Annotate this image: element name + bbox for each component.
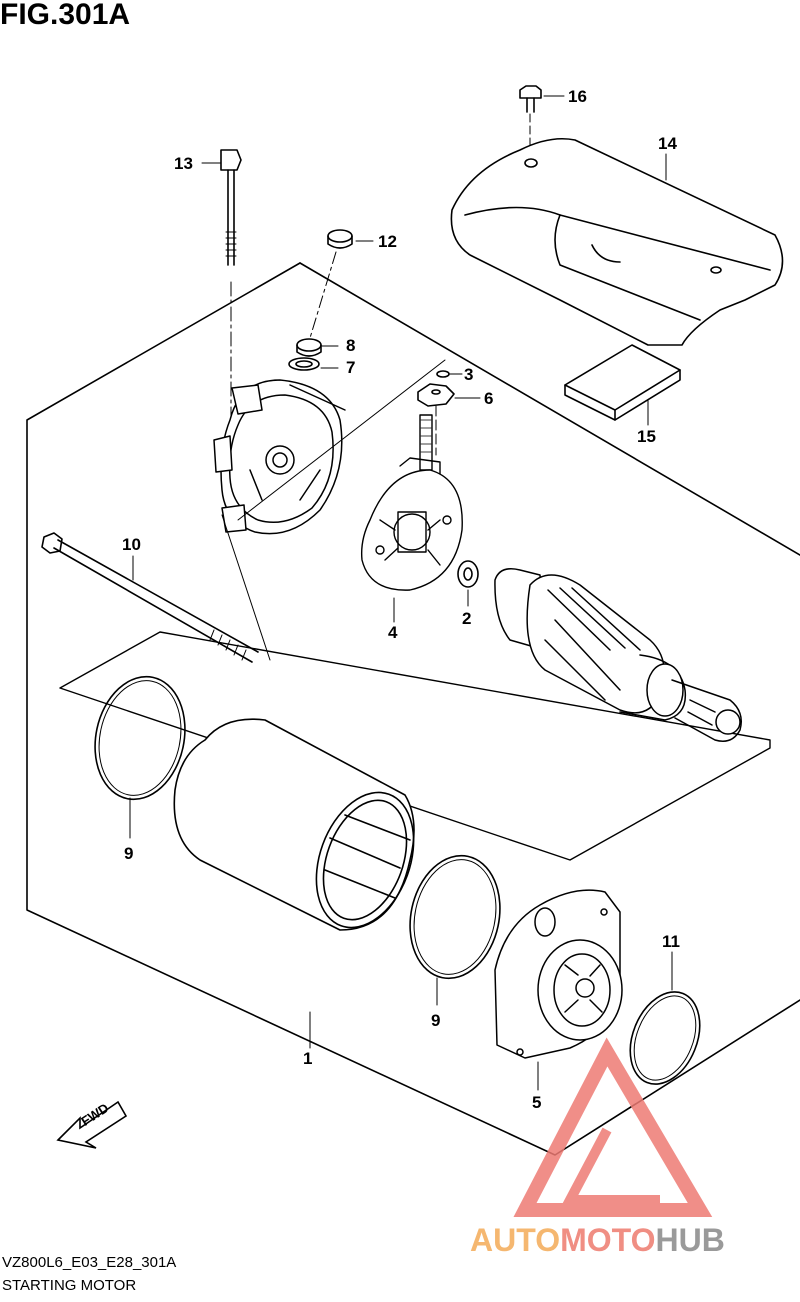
oring-9-left bbox=[94, 675, 186, 801]
figure-code: VZ800L6_E03_E28_301A bbox=[2, 1254, 177, 1271]
through-bolt-10 bbox=[41, 532, 259, 663]
callout-11: 11 bbox=[662, 932, 680, 951]
callout-14: 14 bbox=[658, 134, 677, 153]
callout-15: 15 bbox=[637, 427, 656, 446]
assembly-outline-right bbox=[299, 262, 800, 556]
yoke-housing bbox=[173, 718, 415, 931]
insulator-6 bbox=[417, 383, 455, 407]
armature bbox=[494, 568, 742, 742]
oring-9-right bbox=[409, 854, 501, 980]
nut-12 bbox=[327, 229, 353, 249]
watermark-moto: MOTO bbox=[560, 1222, 656, 1258]
washer-7 bbox=[288, 357, 320, 371]
watermark-text: AUTOMOTOHUB bbox=[470, 1222, 725, 1259]
rear-bracket bbox=[213, 379, 346, 535]
callout-6: 6 bbox=[484, 389, 494, 408]
front-bracket-5 bbox=[494, 889, 623, 1059]
assembly-outline-upper bbox=[26, 262, 800, 1156]
oring-11 bbox=[629, 991, 701, 1085]
watermark-hub: HUB bbox=[655, 1222, 725, 1258]
brush-holder-4 bbox=[360, 414, 463, 591]
callout-7: 7 bbox=[346, 358, 356, 377]
washer-2 bbox=[457, 560, 479, 588]
inner-plane bbox=[59, 631, 771, 861]
fwd-arrow-icon bbox=[56, 1100, 128, 1149]
bolt-13 bbox=[220, 149, 242, 266]
pad-15 bbox=[564, 344, 681, 421]
nut-8 bbox=[296, 338, 322, 357]
callout-8: 8 bbox=[346, 336, 356, 355]
figure-title: FIG.301A bbox=[0, 0, 131, 31]
starter-cover-14 bbox=[450, 137, 784, 346]
watermark-logo-icon bbox=[513, 1037, 713, 1217]
callout-16: 16 bbox=[568, 87, 587, 106]
bolt-16 bbox=[519, 85, 542, 113]
callout-4: 4 bbox=[388, 623, 398, 642]
callout-2: 2 bbox=[462, 609, 472, 628]
callout-12: 12 bbox=[378, 232, 397, 251]
figure-name: STARTING MOTOR bbox=[2, 1277, 137, 1294]
callout-3: 3 bbox=[464, 365, 474, 384]
oring-3 bbox=[436, 370, 450, 378]
callout-5: 5 bbox=[532, 1093, 542, 1112]
callout-9-left: 9 bbox=[124, 844, 134, 863]
callout-9-right: 9 bbox=[431, 1011, 441, 1030]
callout-1: 1 bbox=[303, 1049, 313, 1068]
watermark-auto: AUTO bbox=[470, 1222, 561, 1258]
callout-13: 13 bbox=[174, 154, 193, 173]
callout-10: 10 bbox=[122, 535, 141, 554]
